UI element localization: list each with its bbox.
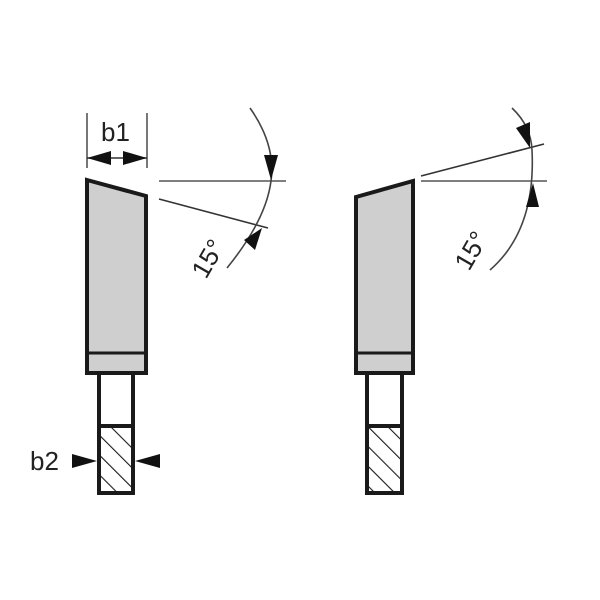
arrow-up-icon xyxy=(526,183,539,207)
arrow-left-icon xyxy=(87,151,111,165)
arrow-down-icon xyxy=(264,155,278,180)
b2-dimension: b2 xyxy=(30,446,160,476)
right-tooth-head xyxy=(354,178,415,375)
b1-dimension: b1 xyxy=(86,113,148,168)
right-angle-annotation: 15° xyxy=(420,107,547,275)
arrow-left-icon xyxy=(135,454,160,468)
left-tooth xyxy=(85,177,148,495)
arrow-right-icon xyxy=(72,454,97,468)
left-angle-annotation: 15° xyxy=(158,107,286,283)
right-shank-section-hatch xyxy=(365,424,404,495)
b1-label: b1 xyxy=(101,117,130,147)
arrow-down-icon xyxy=(516,122,530,148)
b2-label: b2 xyxy=(30,446,59,476)
angle-right-label: 15° xyxy=(448,226,494,275)
right-tooth xyxy=(354,178,415,495)
angle-left-label: 15° xyxy=(185,234,231,283)
left-shank-section-hatch xyxy=(97,424,135,495)
left-tooth-head xyxy=(85,177,148,375)
arrow-right-icon xyxy=(123,151,147,165)
arrow-up-icon xyxy=(244,228,262,250)
